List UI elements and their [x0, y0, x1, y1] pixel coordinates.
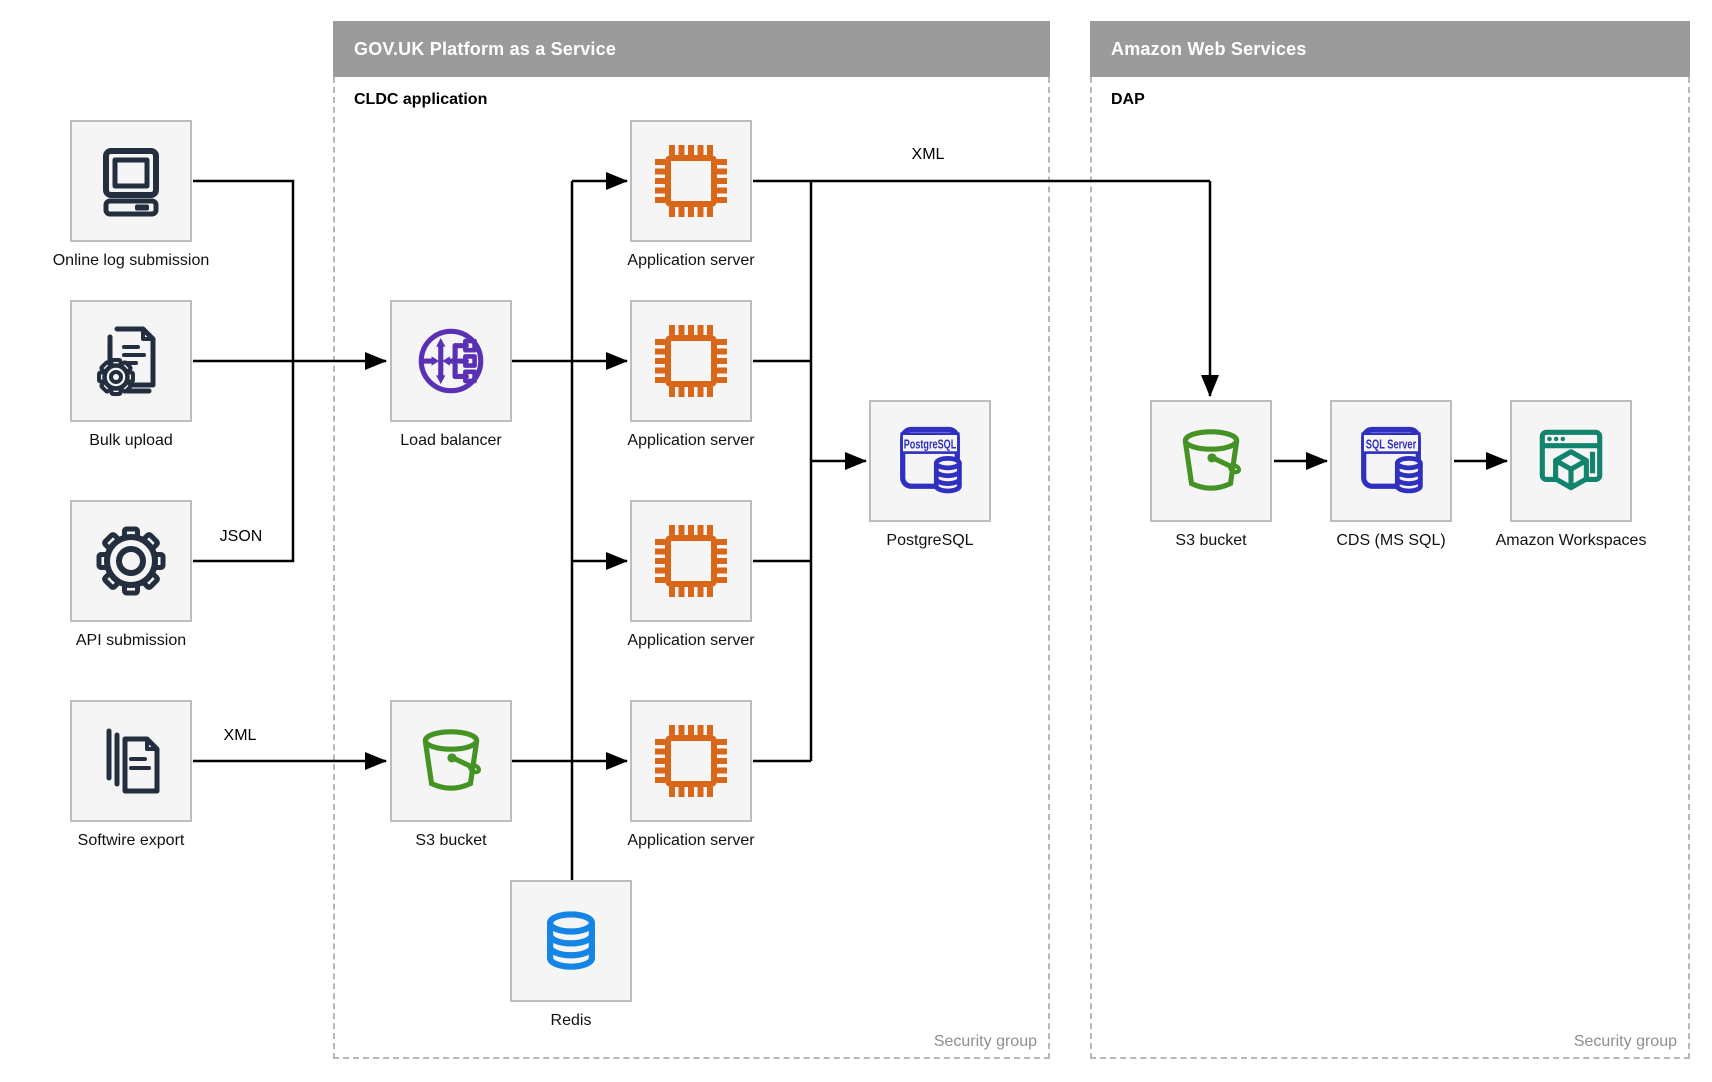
postgresql-icon: PostgreSQL — [900, 426, 962, 494]
edge-label-xml-softwire: XML — [223, 727, 257, 744]
node-label: Load balancer — [400, 432, 502, 449]
node-label: PostgreSQL — [886, 532, 974, 549]
node-label: Amazon Workspaces — [1495, 532, 1647, 549]
node-label: S3 bucket — [415, 832, 487, 849]
document-gear-icon — [97, 326, 156, 396]
load-balancer-icon — [418, 328, 484, 394]
chip-icon — [655, 525, 727, 597]
aws-sublabel: DAP — [1111, 91, 1145, 108]
node-label: Bulk upload — [89, 432, 173, 449]
node-api-submission — [70, 500, 192, 622]
paas-sublabel: CLDC application — [354, 91, 488, 108]
node-label: Online log submission — [52, 252, 210, 269]
node-redis — [510, 880, 632, 1002]
node-postgresql: PostgreSQL — [869, 400, 991, 522]
node-label: Application server — [627, 632, 755, 649]
node-label: S3 bucket — [1175, 532, 1247, 549]
aws-header-band: Amazon Web Services — [1090, 21, 1690, 77]
aws-title: Amazon Web Services — [1111, 38, 1307, 59]
edge-label-xml-to-aws: XML — [911, 146, 945, 163]
aws-security-group-label: Security group — [1573, 1033, 1677, 1050]
postgresql-icon-text: PostgreSQL — [904, 437, 957, 451]
chip-icon — [655, 725, 727, 797]
node-online-log-submission — [70, 120, 192, 242]
node-label: CDS (MS SQL) — [1336, 532, 1446, 549]
node-softwire-export — [70, 700, 192, 822]
aws-panel: DAP Security group — [1090, 77, 1690, 1059]
node-label: Redis — [550, 1012, 592, 1029]
node-amazon-workspaces — [1510, 400, 1632, 522]
node-bulk-upload — [70, 300, 192, 422]
paas-title: GOV.UK Platform as a Service — [354, 38, 617, 59]
s3-bucket-icon — [422, 729, 482, 791]
sql-server-icon: SQL Server — [1361, 426, 1423, 494]
node-application-server-4 — [630, 700, 752, 822]
s3-bucket-icon — [1182, 429, 1242, 491]
sql-server-icon-text: SQL Server — [1366, 437, 1416, 451]
workspaces-icon — [1539, 429, 1603, 491]
paas-security-group-label: Security group — [933, 1033, 1037, 1050]
node-application-server-1 — [630, 120, 752, 242]
node-cds-ms-sql: SQL Server — [1330, 400, 1452, 522]
redis-database-icon — [547, 911, 595, 970]
chip-icon — [655, 325, 727, 397]
paas-header-band: GOV.UK Platform as a Service — [333, 21, 1050, 77]
node-s3-bucket-aws — [1150, 400, 1272, 522]
stacked-documents-icon — [106, 728, 160, 794]
node-label: Softwire export — [77, 832, 185, 849]
edge-label-json: JSON — [219, 528, 263, 545]
paas-panel: CLDC application Security group — [333, 77, 1050, 1059]
node-label: Application server — [627, 252, 755, 269]
chip-icon — [655, 145, 727, 217]
node-s3-bucket-paas — [390, 700, 512, 822]
node-application-server-2 — [630, 300, 752, 422]
node-load-balancer — [390, 300, 512, 422]
node-label: Application server — [627, 832, 755, 849]
computer-icon — [103, 148, 159, 217]
gear-icon — [96, 526, 166, 596]
node-application-server-3 — [630, 500, 752, 622]
node-label: API submission — [75, 632, 187, 649]
node-label: Application server — [627, 432, 755, 449]
